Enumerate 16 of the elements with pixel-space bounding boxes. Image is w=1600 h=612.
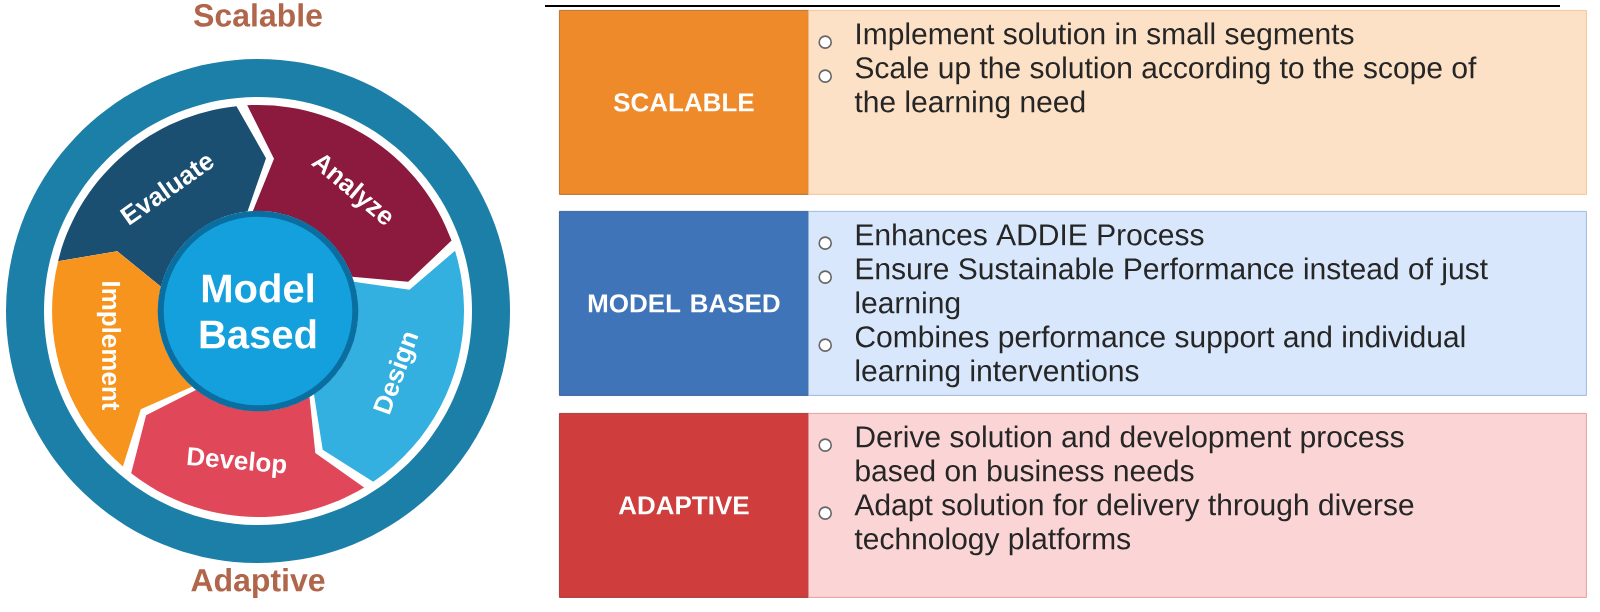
header-box: ADAPTIVE [559,413,809,598]
wheel-label: Scalable [194,3,322,27]
bullet-text: Adapt solution for delivery through diverse technology platforms [854,493,1414,556]
bullet-text: Derive solution and development process based on business needs [856,425,1404,482]
cycle-segment: Develop [131,389,365,517]
text-panel [808,10,1587,195]
header-box: MODEL BASED [559,211,809,396]
bullet-text: Scale up the solution according to the scope of the learning need [854,56,1477,119]
bullet-text: Ensure Sustainable Performance instead of just learning [856,257,1488,320]
wheel-label: Adaptive [191,568,325,598]
bullet-text: Implement solution in small segments [857,22,1354,51]
text-panel [808,211,1587,396]
text-panel [808,413,1587,598]
bullet-text: Combines performance support and individual learning interventions [855,325,1465,388]
bullet-text: Enhances ADDIE Process [856,223,1204,246]
header-box: SCALABLE [559,10,809,195]
